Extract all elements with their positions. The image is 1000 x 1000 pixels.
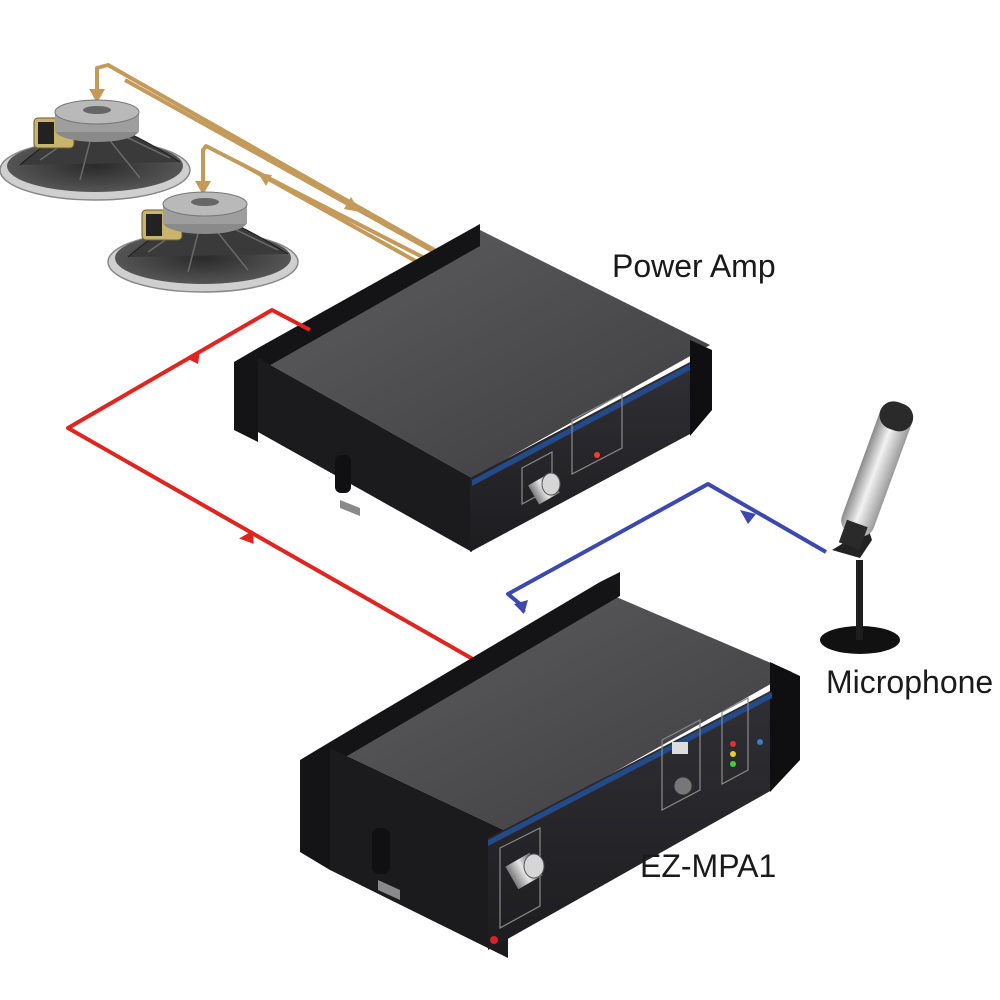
power-amp-top — [258, 230, 710, 478]
mic-signal-arrows — [514, 510, 756, 614]
preamp-level-window — [721, 696, 749, 786]
phantom-switch[interactable] — [672, 742, 688, 754]
power-amp-knob[interactable] — [528, 472, 561, 505]
preamp-phantom-window — [661, 719, 701, 811]
speaker-icon — [107, 191, 299, 293]
preamp-stripe — [488, 692, 772, 846]
power-amp-window — [571, 393, 623, 475]
power-amp-right-cap — [690, 340, 712, 436]
power-amp-front-panel — [470, 362, 690, 552]
rdl-logo — [490, 936, 498, 944]
arrow-red-1 — [239, 530, 254, 544]
preamp-front-panel — [488, 690, 772, 950]
preamp-front-left — [330, 748, 508, 958]
power-amp-stripe — [472, 364, 690, 486]
speaker-wire-3 — [244, 164, 429, 270]
arrow-tan-2 — [195, 181, 211, 195]
level-led-yellow — [730, 751, 736, 757]
speaker-wire-4 — [124, 78, 446, 260]
arrow-blue-2 — [514, 600, 528, 614]
preamp-gain-knob[interactable] — [505, 852, 545, 890]
phantom-button[interactable] — [673, 776, 693, 796]
power-amp-left-cap — [234, 224, 480, 442]
arrow-red-2 — [186, 350, 200, 364]
preamp-right-cap — [770, 662, 800, 792]
level-led-red — [730, 741, 736, 747]
power-amp-label: Power Amp — [612, 248, 776, 284]
preamp-label: EZ-MPA1 — [640, 848, 777, 884]
microphone-label: Microphone — [826, 664, 994, 700]
arrow-tan-1 — [89, 89, 105, 103]
power-led — [757, 739, 763, 745]
preamp-gain-window — [499, 827, 541, 930]
power-amp-unit — [234, 224, 712, 552]
microphone-icon — [820, 401, 914, 654]
power-amp-front — [258, 358, 472, 552]
line-signal-wire — [66, 308, 479, 664]
arrow-blue-1 — [740, 510, 756, 524]
speaker-wire-arrows — [89, 89, 360, 212]
arrow-tan-3 — [258, 173, 272, 186]
preamp-unit — [300, 572, 800, 958]
level-led-green — [730, 761, 736, 767]
line-signal-arrows — [186, 350, 254, 544]
arrow-tan-4 — [344, 197, 360, 212]
preamp-top — [330, 590, 792, 832]
speaker-icon — [0, 99, 191, 201]
preamp-left-cap — [300, 572, 620, 870]
power-amp-led — [594, 452, 600, 458]
